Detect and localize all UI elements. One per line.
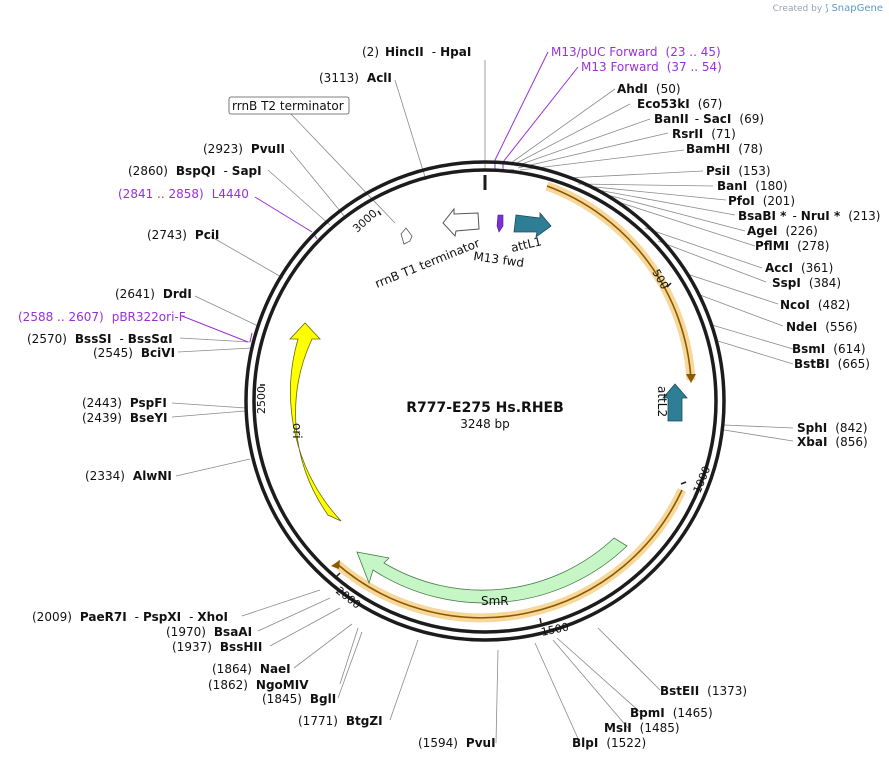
ori-feature [289,322,342,522]
snapgene-logo-icon: ⟆ [825,4,829,14]
site-pvui: (1594)PvuI [418,736,496,750]
rrnB-T2-box [228,96,350,115]
plasmid-length: 3248 bp [460,417,510,431]
site-ndei: NdeI(556) [786,320,858,334]
site-bamhi: BamHI(78) [686,142,763,156]
ori-label: ori [290,423,304,439]
attL2-label: attL2 [655,386,669,417]
rrnB-T1-label: rrnB T1 terminator [373,236,482,291]
primer-pbr322ori-f: (2588 .. 2607)pBR322ori-F [18,310,186,324]
smr-feature [356,537,628,604]
site-psii: PsiI(153) [706,164,771,178]
site-bani: BanI(180) [717,179,788,193]
site-acci: AccI(361) [765,261,833,275]
site-bsshii: (1937)BssHII [172,640,262,654]
site-ngomiv: (1862)NgoMIV [208,678,309,692]
site-msli: MslI(1485) [604,721,680,735]
attL1-arrow [513,211,552,238]
site-eco53ki: Eco53kI(67) [637,97,722,111]
site-banii-saci: BanII-SacI(69) [654,112,764,126]
tick-2500: 2500 [255,386,268,414]
leader-lines [171,60,794,744]
attL2-arrow [662,383,688,422]
rrnB-T2-arrow [400,227,413,245]
site-drdi: (2641)DrdI [115,287,192,301]
site-pflmi: PflMI(278) [755,239,829,253]
plasmid-name: R777-E275 Hs.RHEB [406,400,564,416]
attL1-label: attL1 [510,234,543,255]
primer-m13-forward: M13 Forward(37 .. 54) [581,60,722,74]
primer-m13-puc-forward: M13/pUC Forward(23 .. 45) [551,45,721,59]
site-bsabi-nrui: BsaBI *-NruI *(213) [738,209,881,223]
backbone-inner [252,168,718,634]
attL2-arc [335,489,683,619]
site-pvuii: (2923)PvuII [203,142,285,156]
site-ahdi: AhdI(50) [617,82,681,96]
site-alwni: (2334)AlwNI [85,469,172,483]
site-bstbi: BstBI(665) [794,357,870,371]
site-agei: AgeI(226) [747,224,818,238]
site-bsteii: BstEII(1373) [660,684,747,698]
tick-1500: 1500 [540,620,570,639]
site-acli: (3113)AclI [319,71,392,85]
site-bsmi: BsmI(614) [792,342,866,356]
site-naei: (1864)NaeI [212,662,291,676]
attL2-arc-head [331,560,340,569]
site-bseyi: (2439)BseYI [82,411,168,425]
site-btgzi: (1771)BtgZI [298,714,383,728]
site-bsssi-bsssai: (2570)BssSI-BssSαI [27,332,173,346]
tick-marks [260,210,687,624]
site-paer7i-pspxi-xhoi: (2009)PaeR7I-PspXI-XhoI [32,610,228,624]
site-hincii-hpai: (2)HincII-HpaI [362,45,471,59]
rrnB-T2-label: rrnB T2 terminator [232,99,344,113]
backbone-outer [244,160,726,642]
site-ncoi: NcoI(482) [780,298,850,312]
attL1-arc [546,185,692,381]
site-bpmi: BpmI(1465) [630,706,713,720]
site-bgli: (1845)BglI [262,692,336,706]
site-blpi: BlpI(1522) [572,736,646,750]
site-pcii: (2743)PciI [147,228,219,242]
site-sphi: SphI(842) [797,421,868,435]
rrnB-T1-arrow [442,207,480,238]
m13-fwd-primer [496,214,504,233]
site-bsaai: (1970)BsaAI [166,625,252,639]
site-pspfi: (2443)PspFI [82,396,167,410]
site-rsrii: RsrII(71) [672,127,736,141]
smr-label: SmR [481,594,509,608]
site-labels: (2)HincII-HpaI (3113)AclI (2923)PvuII (2… [18,45,881,750]
snapgene-credit: Created by ⟆ SnapGene [773,3,883,14]
site-bcivi: (2545)BciVI [93,346,175,360]
primer-l4440: (2841 .. 2858)L4440 [118,187,249,201]
site-bspqi-sapi: (2860)BspQI-SapI [128,164,262,178]
site-xbai: XbaI(856) [797,435,868,449]
site-sspi: SspI(384) [772,276,841,290]
credit-brand: SnapGene [831,3,883,14]
site-pfoi: PfoI(201) [728,194,795,208]
attL1-arc-head [686,374,696,383]
credit-text: Created by [772,4,823,14]
